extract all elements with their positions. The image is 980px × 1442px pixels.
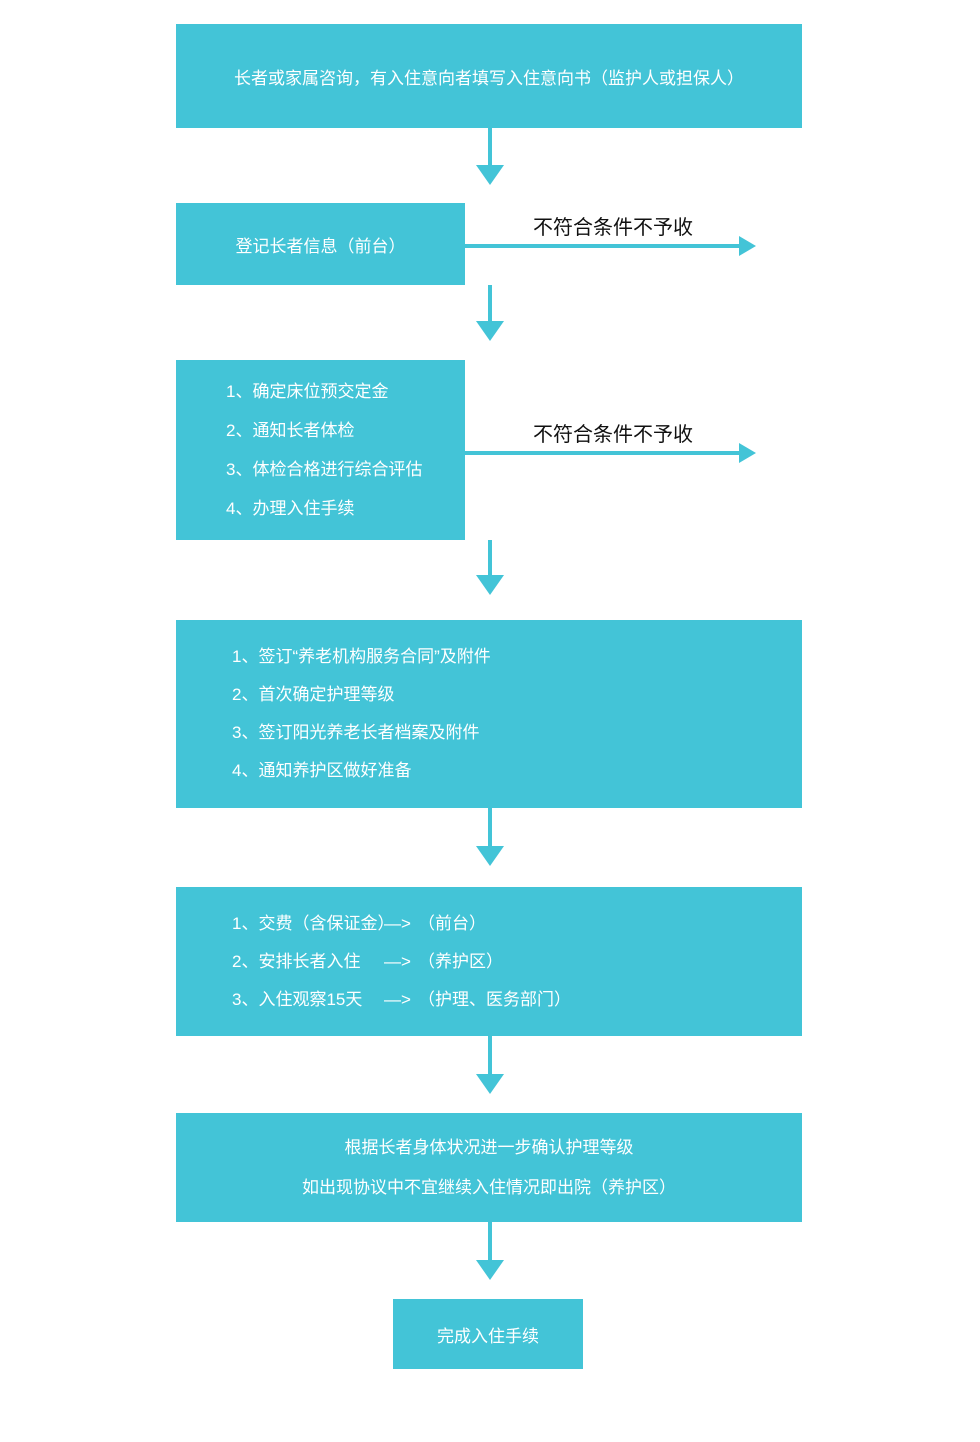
node-consultation: 长者或家属咨询，有入住意向者填写入住意向书（监护人或担保人） bbox=[176, 24, 802, 128]
checkin-row-1-arrow: —> bbox=[384, 913, 411, 933]
checkin-row-2-arrow: —> bbox=[384, 951, 411, 971]
contract-item-1: 1、签订“养老机构服务合同”及附件 bbox=[232, 647, 491, 666]
down-arrow-5-line bbox=[488, 1036, 492, 1074]
right-arrow-1-line bbox=[465, 244, 739, 248]
checkin-row-2: 2、安排长者入住 —> （养护区） bbox=[232, 943, 802, 981]
down-arrow-3-line bbox=[488, 540, 492, 575]
assessment-item-4: 4、办理入住手续 bbox=[226, 499, 355, 518]
checkin-row-3-target: （护理、医务部门） bbox=[418, 989, 571, 1009]
assessment-item-2: 2、通知长者体检 bbox=[226, 421, 355, 440]
node-assessment: 1、确定床位预交定金 2、通知长者体检 3、体检合格进行综合评估 4、办理入住手… bbox=[176, 360, 465, 540]
node-register: 登记长者信息（前台） bbox=[176, 203, 465, 285]
down-arrow-4-head bbox=[476, 846, 504, 866]
checkin-row-1-target: （前台） bbox=[418, 913, 486, 933]
node-register-text: 登记长者信息（前台） bbox=[235, 236, 406, 256]
down-arrow-5-head bbox=[476, 1074, 504, 1094]
down-arrow-2-line bbox=[488, 285, 492, 321]
node-consultation-text: 长者或家属咨询，有入住意向者填写入住意向书（监护人或担保人） bbox=[234, 68, 744, 88]
right-arrow-2-head bbox=[739, 443, 756, 463]
node-confirm: 根据长者身体状况进一步确认护理等级 如出现协议中不宜继续入住情况即出院（养护区） bbox=[176, 1113, 802, 1222]
confirm-line-2: 如出现协议中不宜继续入住情况即出院（养护区） bbox=[302, 1177, 676, 1197]
down-arrow-1-line bbox=[488, 128, 492, 165]
down-arrow-2-head bbox=[476, 321, 504, 341]
assessment-item-1: 1、确定床位预交定金 bbox=[226, 382, 389, 401]
reject-label-1: 不符合条件不予收 bbox=[533, 217, 693, 239]
contract-item-2: 2、首次确定护理等级 bbox=[232, 685, 395, 704]
checkin-row-2-item: 2、安排长者入住 bbox=[232, 951, 361, 971]
checkin-row-2-target: （养护区） bbox=[418, 951, 503, 971]
node-done-text: 完成入住手续 bbox=[437, 1326, 539, 1346]
down-arrow-4-line bbox=[488, 808, 492, 846]
checkin-row-3-arrow: —> bbox=[384, 989, 411, 1009]
checkin-row-3: 3、入住观察15天 —> （护理、医务部门） bbox=[232, 981, 802, 1019]
node-done: 完成入住手续 bbox=[393, 1299, 583, 1369]
reject-label-2: 不符合条件不予收 bbox=[533, 424, 693, 446]
node-checkin: 1、交费（含保证金） —> （前台） 2、安排长者入住 —> （养护区） 3、入… bbox=[176, 887, 802, 1036]
contract-item-4: 4、通知养护区做好准备 bbox=[232, 761, 412, 780]
down-arrow-6-head bbox=[476, 1260, 504, 1280]
checkin-row-1-item: 1、交费（含保证金） bbox=[232, 913, 395, 933]
contract-item-3: 3、签订阳光养老长者档案及附件 bbox=[232, 723, 480, 742]
confirm-line-1: 根据长者身体状况进一步确认护理等级 bbox=[344, 1137, 634, 1157]
down-arrow-3-head bbox=[476, 575, 504, 595]
right-arrow-2-line bbox=[465, 451, 739, 455]
down-arrow-6-line bbox=[488, 1222, 492, 1260]
right-arrow-1-head bbox=[739, 236, 756, 256]
checkin-row-3-item: 3、入住观察15天 bbox=[232, 989, 363, 1009]
node-contract: 1、签订“养老机构服务合同”及附件 2、首次确定护理等级 3、签订阳光养老长者档… bbox=[176, 620, 802, 808]
checkin-row-1: 1、交费（含保证金） —> （前台） bbox=[232, 905, 802, 943]
down-arrow-1-head bbox=[476, 165, 504, 185]
assessment-item-3: 3、体检合格进行综合评估 bbox=[226, 460, 423, 479]
